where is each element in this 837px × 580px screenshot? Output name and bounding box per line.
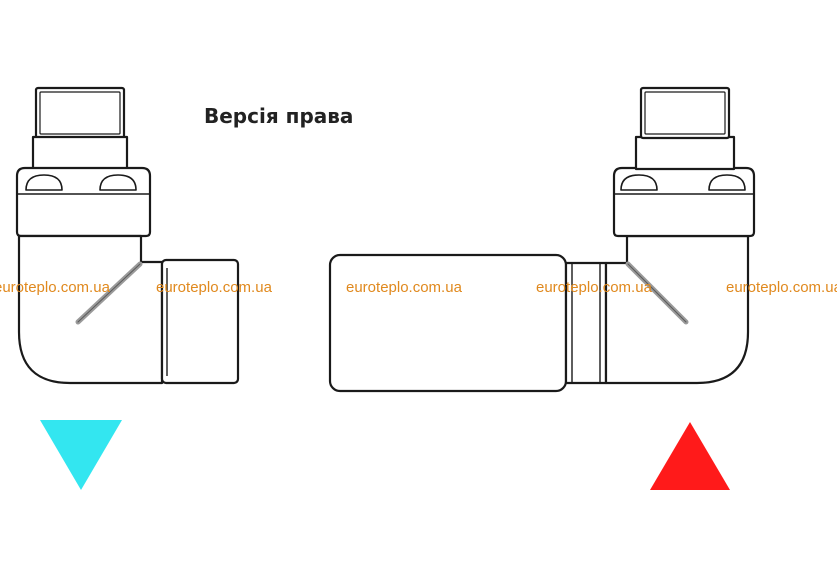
right-nut-flat-right	[708, 174, 746, 191]
right-nut-flat-left	[620, 174, 658, 191]
left-valve-cap-inner	[39, 91, 121, 135]
watermark-text: euroteplo.com.ua	[0, 279, 110, 296]
down-triangle-icon	[40, 420, 122, 490]
left-nut-flat-right	[99, 174, 137, 191]
right-valve-cap-inner	[644, 91, 726, 135]
right-valve-cylinder	[328, 253, 568, 393]
left-angle-valve	[15, 86, 240, 385]
up-triangle-icon	[650, 422, 730, 490]
watermark-text: euroteplo.com.ua	[726, 279, 837, 296]
watermark-text: euroteplo.com.ua	[346, 279, 462, 296]
right-valve-neck	[634, 135, 736, 171]
left-nut-flat-left	[25, 174, 63, 191]
left-valve-connector	[160, 258, 240, 385]
right-valve-spindle-edge	[627, 263, 687, 323]
diagram-title: Версія права	[204, 104, 354, 128]
left-valve-spindle-edge	[77, 263, 141, 323]
right-valve-assembly	[328, 86, 756, 393]
left-valve-neck	[31, 135, 129, 171]
watermark-text: euroteplo.com.ua	[536, 279, 652, 296]
watermark-text: euroteplo.com.ua	[156, 279, 272, 296]
